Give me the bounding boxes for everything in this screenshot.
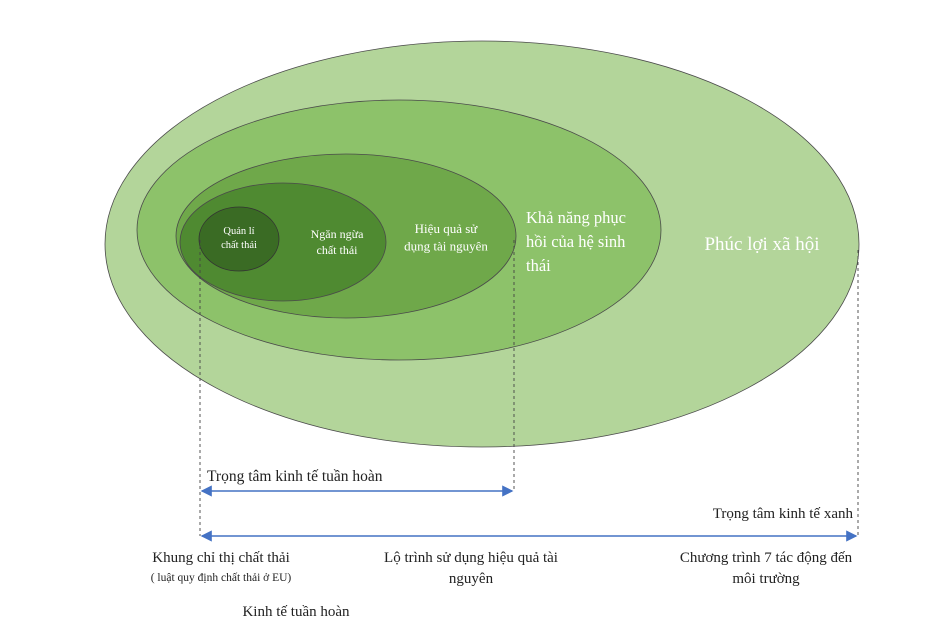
text-line: Hiệu quả sử (415, 221, 479, 236)
label-circular-focus: Trọng tâm kinh tế tuần hoàn (207, 468, 383, 485)
text-line: dụng tài nguyên (404, 239, 488, 254)
label-waste-framework: Khung chỉ thị chất thải (152, 550, 289, 566)
label-resource-roadmap: Lộ trình sử dụng hiệu quả tài nguyên (384, 550, 558, 587)
label-waste-framework-note: ( luật quy định chất thải ở EU) (151, 571, 292, 584)
label-social-welfare: Phúc lợi xã hội (704, 234, 819, 255)
text-line: chất thải (317, 243, 359, 257)
text-line: hồi của hệ sinh (526, 232, 626, 251)
text-line: chất thải (221, 240, 257, 251)
label-env-program: Chương trình 7 tác động đến môi trường (680, 550, 853, 587)
text-line: Quản lí (223, 226, 254, 237)
label-resource-efficiency: Hiệu quả sử dụng tài nguyên (404, 221, 488, 254)
text-line: Ngăn ngừa (311, 227, 364, 241)
label-waste-management: Quản lí chất thải (221, 226, 257, 251)
text-line: Khả năng phục (526, 208, 626, 227)
text-line: Lộ trình sử dụng hiệu quả tài (384, 550, 558, 566)
text-line: Chương trình 7 tác động đến (680, 550, 853, 566)
text-line: nguyên (449, 571, 494, 587)
label-green-focus: Trọng tâm kinh tế xanh (713, 506, 854, 522)
text-line: môi trường (732, 571, 800, 587)
label-waste-prevention: Ngăn ngừa chất thải (311, 227, 364, 257)
text-line: thái (526, 256, 551, 275)
label-circular-economy: Kinh tế tuần hoàn (242, 604, 350, 620)
label-ecosystem-resilience: Khả năng phục hồi của hệ sinh thái (526, 208, 626, 275)
ellipse-waste-management (198, 206, 280, 272)
